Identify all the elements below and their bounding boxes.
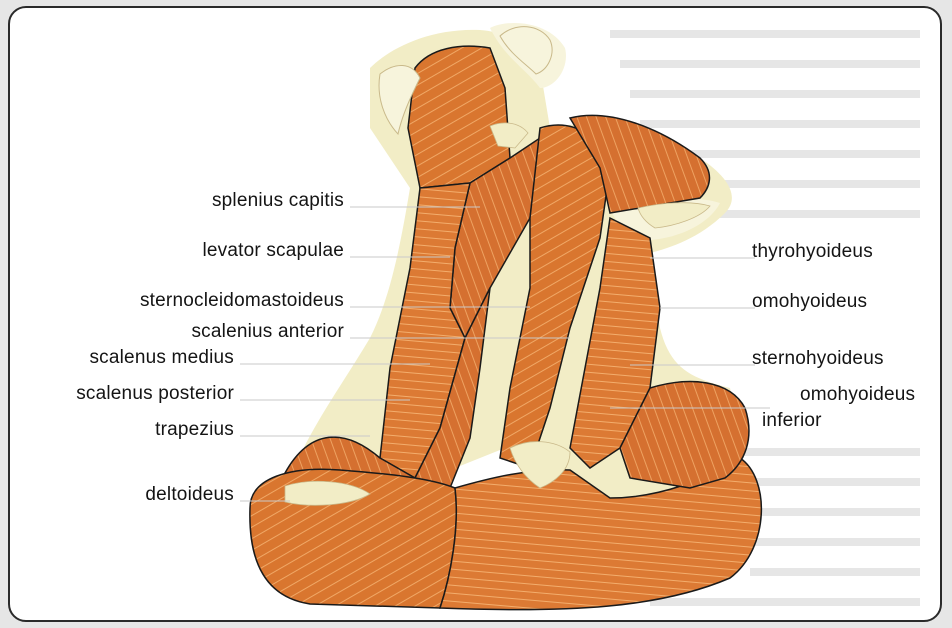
label-omohyoideus-2: omohyoideus — [800, 384, 915, 406]
label-splenius-capitis: splenius capitis — [212, 190, 344, 212]
label-sternohyoideus: sternohyoideus — [752, 348, 884, 370]
label-sternocleidomastoideus: sternocleidomastoideus — [140, 290, 344, 312]
label-omohyoideus: omohyoideus — [752, 291, 867, 313]
label-trapezius: trapezius — [155, 419, 234, 441]
label-scalenus-medius: scalenus medius — [89, 347, 234, 369]
label-thyrohyoideus: thyrohyoideus — [752, 241, 873, 263]
label-scalenus-posterior: scalenus posterior — [76, 383, 234, 405]
label-levator-scapulae: levator scapulae — [202, 240, 344, 262]
label-deltoideus: deltoideus — [145, 484, 234, 506]
label-scalenius-anterior: scalenius anterior — [191, 321, 344, 343]
label-inferior: inferior — [762, 410, 822, 432]
diagram-frame: splenius capitis levator scapulae sterno… — [8, 6, 942, 622]
neck-muscle-illustration — [10, 8, 942, 622]
